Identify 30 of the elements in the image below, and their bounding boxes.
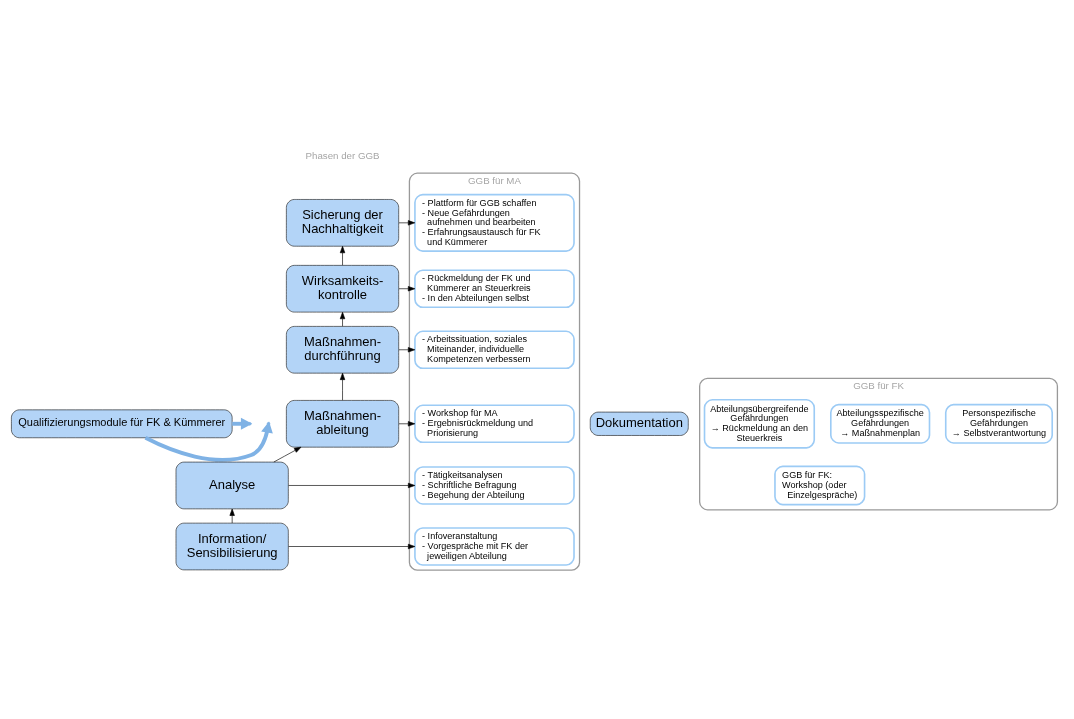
node-box: Dokumentation (589, 411, 689, 436)
node-box: Abteilungsübergreifende Gefährdungen → Rückmeldung an den Steuerkreis (703, 398, 816, 449)
arrow (229, 508, 235, 523)
arrow (398, 285, 416, 291)
node-box: Maßnahmen- ableitung (286, 399, 400, 447)
arrow (339, 372, 346, 401)
node-box: - Arbeitssituation, soziales Miteinander, individuelle Kompetenzen verbessern (414, 329, 575, 369)
node-box: GGB für FK: Workshop (oder Einzelgespräche) (774, 465, 866, 505)
arrow (288, 543, 416, 549)
node-box: - Tätigkeitsanalysen - Schriftliche Befragung - Begehung der Abteilung (414, 465, 575, 505)
node-box: - Plattform für GGB schaffen - Neue Gefährdungen aufnehmen und bearbeiten - Erfahrungsaustausch für FK und Kümmerer (414, 193, 575, 252)
node-box: - Workshop für MA - Ergebnisrückmeldung und Priorisierung (414, 404, 575, 443)
arrow (398, 420, 416, 426)
node-box: Information/ Sensibilisierung (175, 522, 289, 570)
node-box: Maßnahmen- durchführung (286, 325, 400, 373)
node-box: Analyse (175, 461, 289, 509)
node-box: Wirksamkeits- kontrolle (286, 264, 400, 312)
arrow (273, 446, 302, 462)
label: Phasen der GGB (305, 149, 380, 161)
arrow (288, 482, 416, 488)
node-box: - Rückmeldung der FK und Kümmerer an Steuerkreis - In den Abteilungen selbst (414, 268, 575, 308)
node-box: Personspezifische Gefährdungen → Selbstverantwortung (944, 403, 1053, 444)
node-box: Qualifizierungsmodule für FK & Kümmerer (11, 409, 233, 438)
arrow (339, 311, 346, 327)
node-box: - Infoveranstaltung - Vorgespräche mit FK der jeweiligen Abteilung (414, 526, 575, 566)
arrow (398, 346, 416, 352)
arrow (339, 245, 346, 266)
arrow (398, 219, 416, 225)
node-box: Abteilungsspezifische Gefährdungen → Maßnahmenplan (830, 403, 931, 444)
node-box: Sicherung der Nachhaltigkeit (286, 198, 400, 247)
